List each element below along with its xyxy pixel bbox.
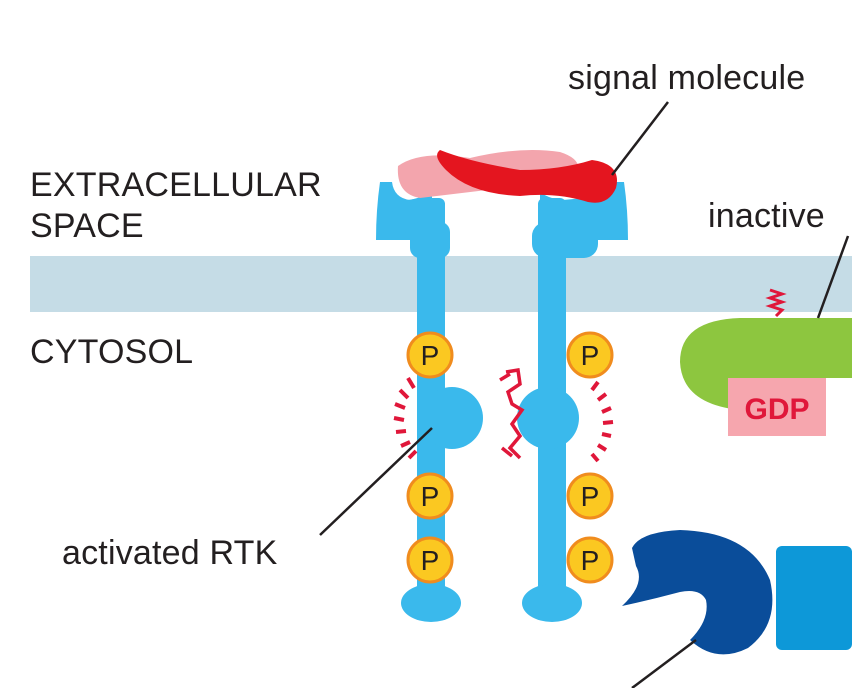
phosphate-left-3: P <box>406 536 454 584</box>
phosphate-left-2: P <box>406 472 454 520</box>
receptor-left-tail <box>401 584 461 622</box>
phosphate-label: P <box>421 481 440 512</box>
signal-molecule-dark <box>437 150 617 203</box>
label-space: SPACE <box>30 207 144 245</box>
lipid-anchor <box>765 288 787 318</box>
label-extracellular: EXTRACELLULAR <box>30 166 322 204</box>
phosphate-groups: P P P P P P <box>406 331 614 584</box>
phosphate-label: P <box>581 340 600 371</box>
activation-marks <box>393 367 614 463</box>
phosphate-right-1: P <box>566 331 614 379</box>
adaptor-protein <box>622 530 773 655</box>
phosphate-label: P <box>581 545 600 576</box>
label-inactive: inactive <box>708 197 825 235</box>
phosphate-label: P <box>581 481 600 512</box>
leader-lines <box>319 101 850 689</box>
phosphate-label: P <box>421 340 440 371</box>
leader-adaptor <box>631 639 697 689</box>
adaptor-partner <box>776 546 852 650</box>
phosphate-right-3: P <box>566 536 614 584</box>
phosphate-right-2: P <box>566 472 614 520</box>
leader-signal-molecule <box>611 101 669 176</box>
receptor-left <box>376 182 483 622</box>
ras-body <box>680 318 852 410</box>
label-cytosol: CYTOSOL <box>30 333 194 371</box>
adaptor-protein-complex <box>622 530 852 655</box>
label-activated-rtk: activated RTK <box>62 534 278 572</box>
receptor-right-kinase-domain <box>517 387 579 449</box>
gdp-label: GDP <box>744 393 809 426</box>
phosphate-label: P <box>421 545 440 576</box>
phosphate-left-1: P <box>406 331 454 379</box>
receptor-left-kinase-domain <box>421 387 483 449</box>
leader-activated-rtk <box>319 427 433 536</box>
leader-inactive <box>816 235 850 319</box>
signal-molecule <box>397 150 617 203</box>
inactive-ras-protein: GDP <box>680 288 852 436</box>
receptor-right-tail <box>522 584 582 622</box>
gdp-box <box>728 378 826 436</box>
label-signal-molecule: signal molecule <box>568 59 806 97</box>
